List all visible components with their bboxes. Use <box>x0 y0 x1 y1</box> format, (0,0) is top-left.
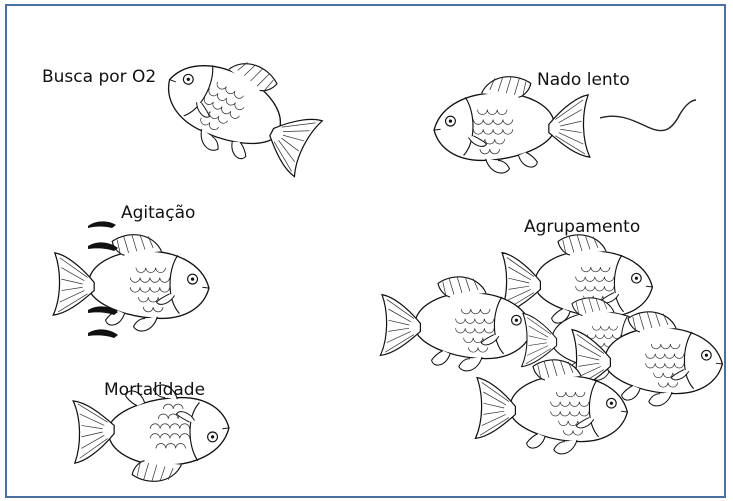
label-busca-o2: Busca por O2 <box>42 67 156 87</box>
fish-school-agrupamento <box>380 235 722 454</box>
label-agitacao: Agitação <box>121 203 195 223</box>
label-agrupamento: Agrupamento <box>524 217 640 237</box>
label-mortalidade: Mortalidade <box>104 380 205 400</box>
label-nado-lento: Nado lento <box>537 70 630 90</box>
fish-nado-lento <box>434 77 590 173</box>
fish-agitacao <box>53 235 209 331</box>
fish-busca-o2 <box>149 32 332 190</box>
slow-swim-trail <box>600 100 696 131</box>
